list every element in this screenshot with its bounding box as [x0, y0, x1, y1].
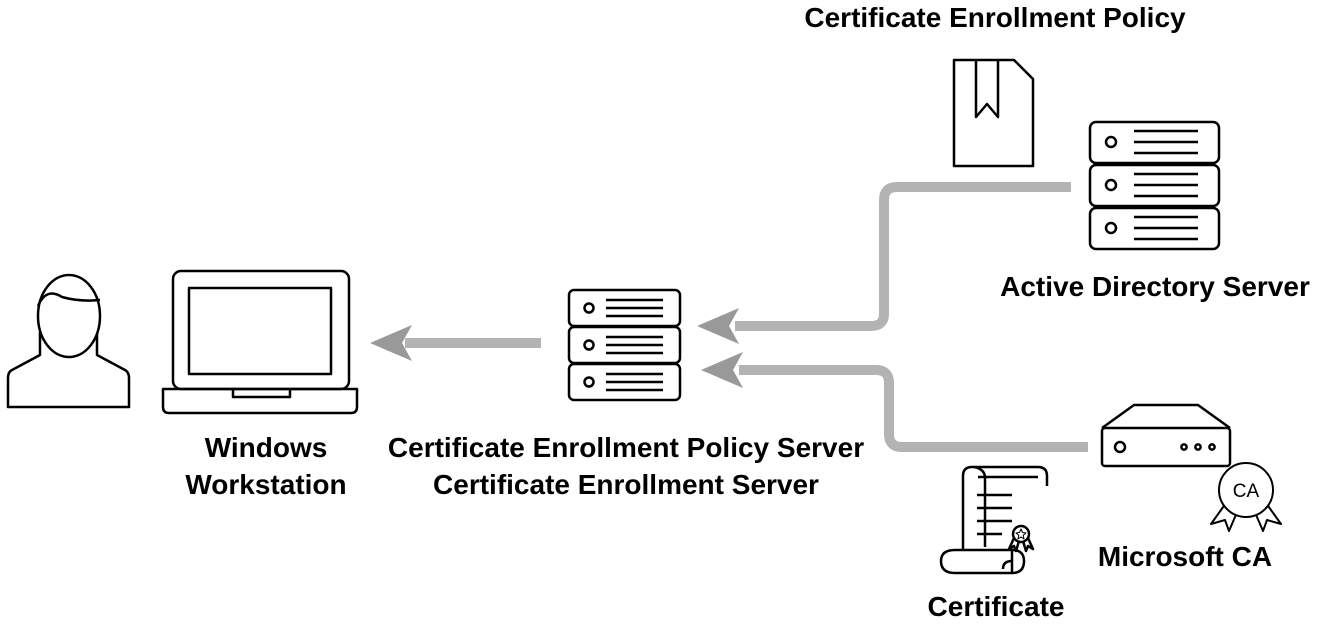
- connector-server-to-workstation: [370, 325, 541, 361]
- arrow-head: [701, 352, 743, 388]
- server-unit: [1088, 163, 1221, 208]
- microsoft-ca-label: Microsoft CA: [1098, 541, 1272, 572]
- active-directory-label: Active Directory Server: [1000, 271, 1310, 302]
- arrow-head: [697, 308, 739, 344]
- server-stack-icon: [567, 288, 682, 402]
- workstation-label-line1: Windows: [205, 432, 328, 463]
- ca-badge-label: CA: [1233, 481, 1260, 502]
- laptop-icon: [161, 269, 359, 415]
- connector-ca-to-server: [701, 352, 1088, 452]
- certificate-label: Certificate: [928, 591, 1065, 622]
- server-stack-icon: [1088, 120, 1221, 251]
- server-label-line2: Certificate Enrollment Server: [433, 469, 819, 500]
- arrow-head: [370, 325, 412, 361]
- certificate-scroll-icon: [939, 465, 1049, 575]
- ca-badge-icon: CA: [1210, 462, 1282, 532]
- workstation-label-line2: Workstation: [185, 469, 346, 500]
- hardware-ca-device-icon: [1100, 403, 1232, 468]
- server-label-line1: Certificate Enrollment Policy Server: [388, 432, 864, 463]
- document-bookmark-icon: [952, 58, 1035, 168]
- server-unit: [567, 362, 682, 402]
- server-unit: [1088, 206, 1221, 251]
- user-icon: [6, 273, 131, 409]
- server-unit: [567, 325, 682, 365]
- server-unit: [567, 288, 682, 328]
- server-unit: [1088, 120, 1221, 165]
- policy-label: Certificate Enrollment Policy: [804, 2, 1186, 33]
- connector-ad-to-server: [697, 182, 1071, 344]
